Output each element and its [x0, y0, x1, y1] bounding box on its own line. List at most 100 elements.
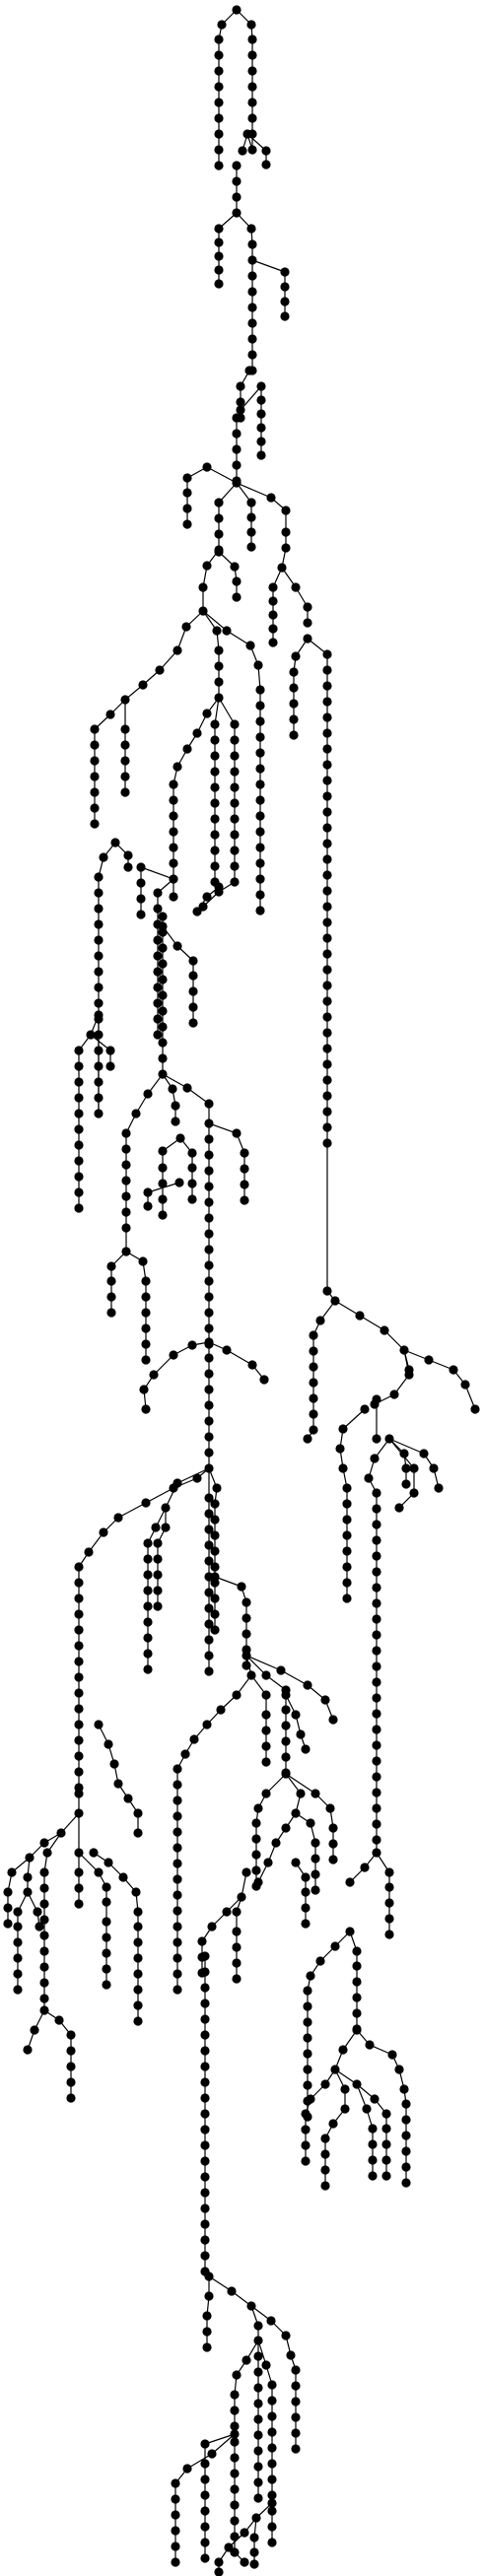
- tree-node: [342, 1483, 352, 1493]
- tree-node: [182, 473, 192, 483]
- tree-node: [261, 1690, 271, 1700]
- tree-node: [322, 1012, 332, 1022]
- tree-node: [121, 1128, 131, 1138]
- tree-node: [39, 1899, 49, 1909]
- tree-node: [230, 2437, 240, 2447]
- tree-node: [372, 1772, 381, 1782]
- tree-node: [266, 2316, 276, 2326]
- tree-node: [242, 1597, 251, 1607]
- tree-node: [94, 1093, 104, 1103]
- tree-node: [169, 795, 178, 805]
- tree-edge: [218, 697, 236, 725]
- tree-node: [261, 1710, 271, 1720]
- tree-edge: [206, 466, 238, 484]
- tree-node: [74, 1720, 84, 1729]
- tree-edge: [208, 1122, 238, 1134]
- tree-node: [247, 334, 257, 344]
- tree-node: [322, 1107, 332, 1117]
- tree-node: [74, 1625, 84, 1635]
- tree-node: [328, 1839, 338, 1849]
- tree-node: [181, 622, 191, 632]
- tree-node: [202, 2342, 212, 2352]
- tree-edge: [383, 1329, 405, 1351]
- tree-node: [214, 98, 224, 107]
- tree-node: [74, 1808, 84, 1818]
- tree-node: [90, 756, 100, 766]
- tree-node: [320, 2181, 330, 2191]
- tree-node: [74, 1093, 84, 1103]
- tree-node: [322, 965, 332, 975]
- tree-node: [204, 1651, 214, 1661]
- tree-node: [153, 935, 163, 945]
- tree-node: [141, 1323, 151, 1333]
- tree-node: [372, 1488, 381, 1498]
- tree-node: [301, 1872, 311, 1882]
- tree-node: [281, 543, 291, 553]
- tree-node: [118, 1872, 128, 1882]
- tree-node: [236, 405, 245, 415]
- tree-node: [182, 488, 192, 498]
- tree-node: [133, 1969, 143, 1979]
- tree-node: [261, 146, 271, 156]
- tree-node: [204, 1337, 214, 1347]
- tree-node: [74, 1848, 84, 1858]
- tree-node: [39, 1915, 49, 1925]
- tree-node: [56, 1828, 66, 1838]
- tree-node: [210, 1515, 220, 1525]
- tree-node: [149, 1370, 159, 1380]
- tree-edge: [285, 1773, 316, 1795]
- tree-node: [188, 971, 198, 981]
- tree-edge: [214, 1576, 242, 1588]
- tree-node: [328, 1855, 338, 1864]
- tree-node: [153, 1601, 163, 1611]
- tree-edge: [342, 1408, 366, 1430]
- tree-node: [409, 1488, 419, 1498]
- tree-node: [187, 1194, 197, 1204]
- tree-node: [232, 208, 242, 218]
- tree-node: [320, 2149, 330, 2159]
- tree-node: [230, 846, 240, 855]
- tree-node: [120, 772, 130, 781]
- tree-node: [322, 902, 332, 912]
- tree-node: [230, 2421, 240, 2431]
- tree-edge: [251, 259, 286, 273]
- tree-node: [202, 709, 212, 718]
- tree-node: [232, 444, 242, 454]
- tree-node: [39, 1962, 49, 1972]
- tree-node: [143, 1538, 153, 1548]
- tree-node: [230, 2453, 240, 2463]
- tree-node: [271, 1838, 281, 1848]
- tree-node: [372, 1803, 381, 1813]
- tree-node: [210, 1530, 220, 1540]
- tree-node: [255, 843, 265, 852]
- tree-node: [143, 1570, 153, 1580]
- tree-node: [214, 2567, 224, 2576]
- tree-node: [230, 798, 240, 808]
- tree-node: [153, 888, 163, 898]
- tree-node: [253, 660, 263, 670]
- tree-node: [301, 2125, 311, 2135]
- tree-node: [280, 297, 290, 306]
- tree-node: [253, 2462, 263, 2472]
- tree-node: [306, 1971, 315, 1981]
- tree-node: [256, 381, 266, 391]
- tree-node: [381, 2109, 391, 2119]
- tree-node: [247, 34, 257, 44]
- tree-edge: [211, 2433, 236, 2455]
- tree-node: [110, 838, 120, 847]
- tree-node: [171, 1101, 180, 1111]
- tree-node: [182, 744, 192, 754]
- tree-node: [330, 2065, 340, 2074]
- tree-node: [268, 638, 278, 647]
- tree-node: [141, 1498, 151, 1508]
- tree-node: [365, 2040, 375, 2050]
- tree-node: [291, 1808, 301, 1818]
- tree-node: [200, 2203, 210, 2213]
- tree-node: [143, 1649, 153, 1659]
- tree-node: [102, 1882, 111, 1892]
- tree-node: [401, 2146, 411, 2156]
- tree-node: [289, 667, 299, 677]
- tree-node: [168, 1084, 177, 1094]
- tree-node: [204, 1099, 214, 1109]
- tree-node: [249, 2547, 259, 2557]
